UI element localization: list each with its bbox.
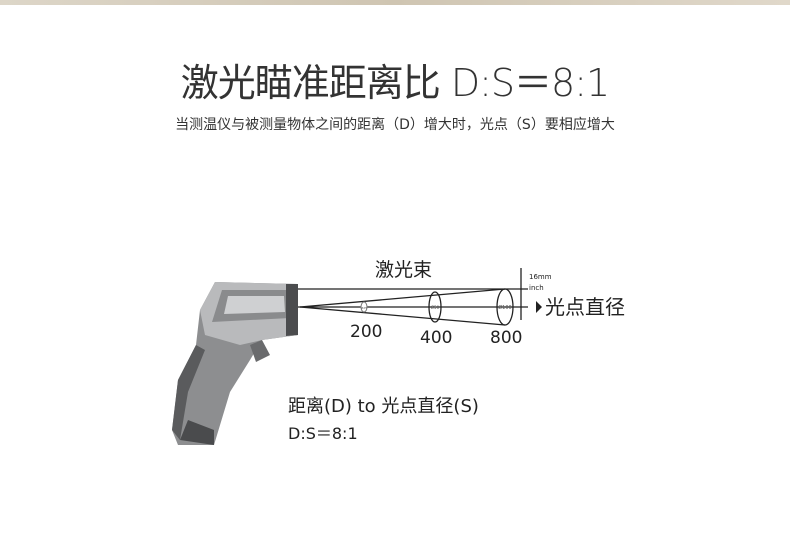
spot-size-label: Ø50: [431, 305, 440, 310]
spot-diameter-label: 光点直径: [545, 295, 625, 319]
page-title: 激光瞄准距离比 D:S＝8:1: [180, 61, 610, 105]
subtitle: 当测温仪与被测量物体之间的距离（D）增大时，光点（S）要相应增大: [175, 117, 615, 133]
spot-ellipse-800: [496, 288, 514, 326]
distance-label: 200: [350, 322, 382, 342]
caption-line-2: D:S＝8:1: [288, 424, 358, 443]
diagram-shape: [172, 345, 205, 440]
top-bar: [0, 0, 790, 5]
diagram-shape: [286, 284, 298, 336]
spot-size-label: Ø25: [361, 305, 367, 310]
diagram-shape: [250, 340, 270, 362]
spot-ellipse-400: [428, 291, 442, 323]
beam-label: 激光束: [375, 259, 432, 281]
diagram-shape: [180, 420, 214, 445]
arrow-right-icon: [536, 301, 542, 313]
laser-beam-lines: [298, 268, 528, 326]
diagram-shape: [299, 288, 506, 308]
spot-ellipse-200: [360, 301, 368, 313]
thermometer-gun-illustration: [172, 282, 298, 445]
diagram-shape: [299, 306, 506, 326]
unit-label: 16mm: [529, 273, 552, 281]
diagram-shape: [224, 296, 285, 314]
distance-label: 800: [490, 328, 522, 348]
spot-size-label: Ø100: [498, 304, 511, 311]
caption-line-1: 距离(D) to 光点直径(S): [288, 396, 479, 417]
unit-label: inch: [529, 284, 544, 292]
distance-label: 400: [420, 328, 452, 348]
